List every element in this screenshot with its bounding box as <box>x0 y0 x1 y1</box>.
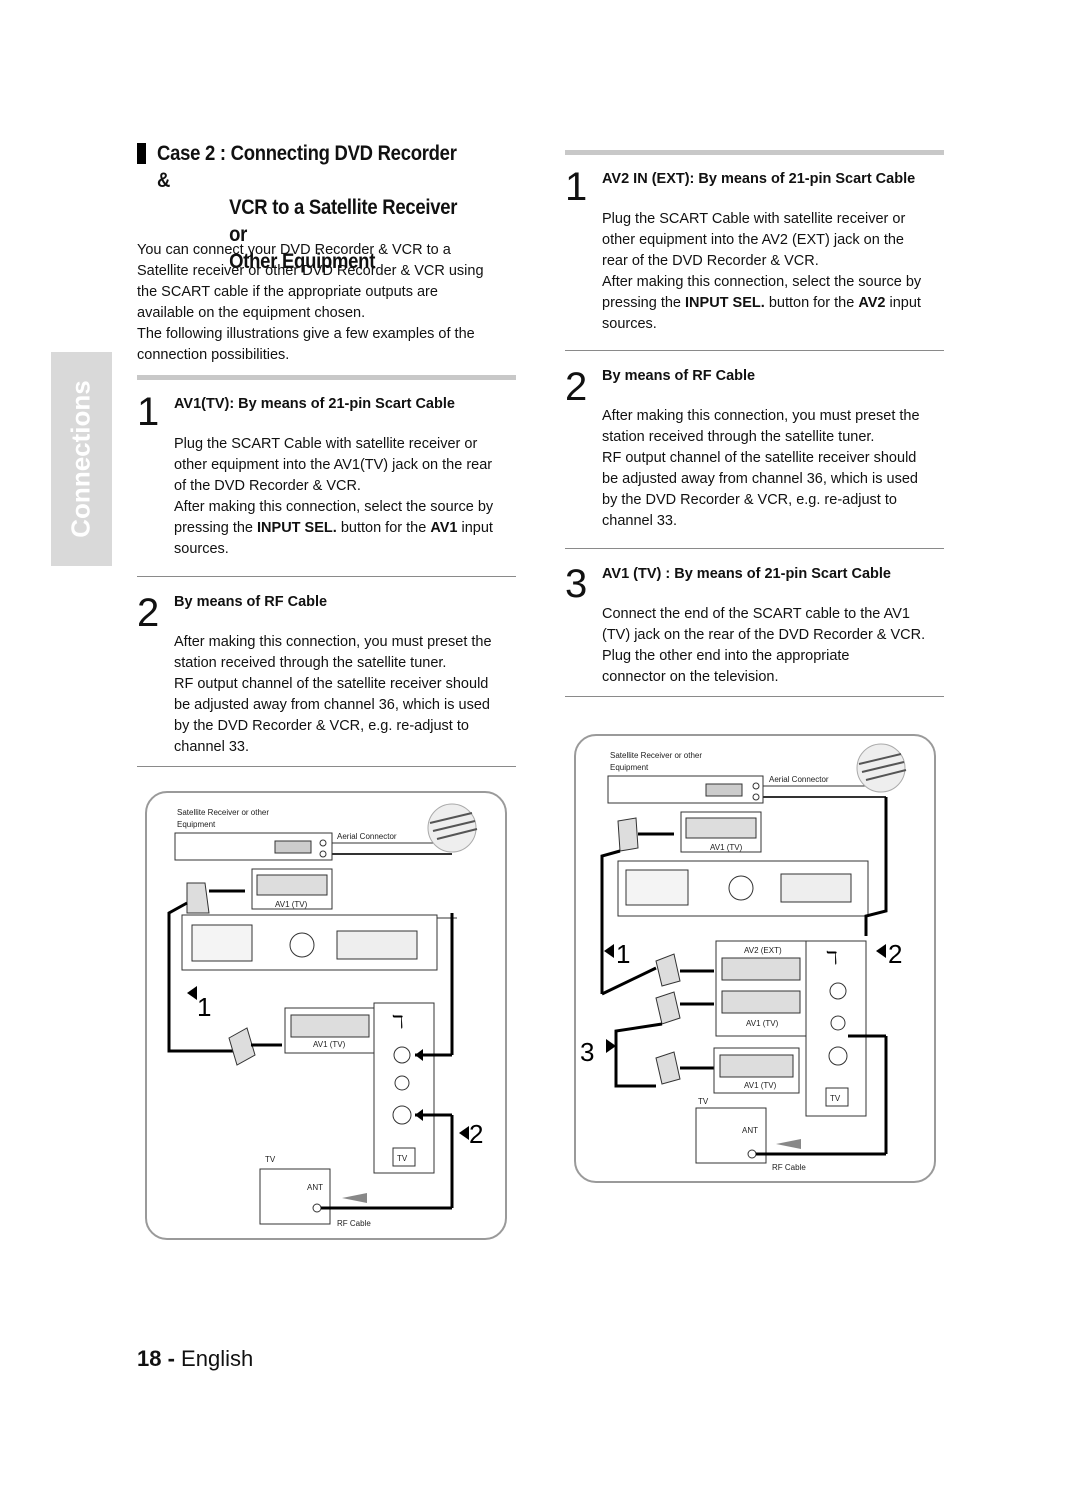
step-line: Plug the SCART Cable with satellite rece… <box>602 211 906 227</box>
connection-diagram-right: Satellite Receiver or other Equipment Ae… <box>574 734 936 1183</box>
marker-2: 2 <box>469 1119 483 1149</box>
rf-cable-label: RF Cable <box>772 1163 806 1172</box>
step-line: Plug the other end into the appropriate <box>602 648 850 664</box>
step-divider <box>565 350 944 351</box>
page-footer: 18 - English <box>137 1346 253 1372</box>
ant-label: ANT <box>742 1126 758 1135</box>
step-heading: AV2 IN (EXT): By means of 21-pin Scart C… <box>602 171 916 187</box>
step-line: Plug the SCART Cable with satellite rece… <box>174 436 478 452</box>
step-heading: By means of RF Cable <box>602 368 756 384</box>
av1-label: AV1 (TV) <box>710 843 743 852</box>
intro-line: connection possibilities. <box>137 347 290 363</box>
step-divider <box>565 696 944 697</box>
section-tab: Connections <box>51 352 112 566</box>
tv-label: TV <box>265 1155 276 1164</box>
step-line: RF output channel of the satellite recei… <box>174 676 489 692</box>
step-line: channel 33. <box>174 739 249 755</box>
title-line-3: Other Equipment <box>229 250 376 273</box>
title-line-2: VCR to a Satellite Receiver or <box>229 196 458 246</box>
title-marker <box>137 143 146 164</box>
step-divider <box>565 548 944 549</box>
step-line: sources. <box>174 541 229 557</box>
step-line: be adjusted away from channel 36, which … <box>174 697 490 713</box>
title-line-1: Case 2 : Connecting DVD Recorder & <box>157 142 457 192</box>
step-line: other equipment into the AV2 (EXT) jack … <box>602 232 904 248</box>
page-title: Case 2 : Connecting DVD Recorder & VCR t… <box>157 140 474 275</box>
step-line: Connect the end of the SCART cable to th… <box>602 606 910 622</box>
intro-line: Satellite receiver or other DVD Recorder… <box>137 263 484 279</box>
step-number: 1 <box>565 165 588 209</box>
aerial-label: Aerial Connector <box>337 832 397 841</box>
step-line: by the DVD Recorder & VCR, e.g. re-adjus… <box>602 492 897 508</box>
step-line: RF output channel of the satellite recei… <box>602 450 917 466</box>
sat-equipment-label: Equipment <box>610 763 649 772</box>
step-number: 3 <box>565 562 588 606</box>
step-body: After making this connection, you must p… <box>174 632 519 758</box>
step-line: (TV) jack on the rear of the DVD Recorde… <box>602 627 926 643</box>
step-line: connector on the television. <box>602 669 779 685</box>
av1-label: AV1 (TV) <box>746 1019 779 1028</box>
marker-3: 3 <box>580 1037 594 1067</box>
intro-line: The following illustrations give a few e… <box>137 326 475 342</box>
step-number: 2 <box>137 591 160 635</box>
tv-icon-label: TV <box>397 1154 408 1163</box>
marker-1: 1 <box>616 939 630 969</box>
aerial-label: Aerial Connector <box>769 775 829 784</box>
sat-equipment-label: Equipment <box>177 820 216 829</box>
step-line: pressing the INPUT SEL. button for the A… <box>174 520 493 536</box>
intro-line: the SCART cable if the appropriate outpu… <box>137 284 438 300</box>
step-body: Plug the SCART Cable with satellite rece… <box>174 434 519 560</box>
connection-diagram-left: Satellite Receiver or other Equipment Ae… <box>145 791 507 1240</box>
av1-label: AV1 (TV) <box>744 1081 777 1090</box>
step-number: 1 <box>137 390 160 434</box>
step-line: After making this connection, you must p… <box>174 634 492 650</box>
step-heading: AV1(TV): By means of 21-pin Scart Cable <box>174 396 455 412</box>
step-line: channel 33. <box>602 513 677 529</box>
section-divider <box>565 150 944 155</box>
tv-icon-label: TV <box>830 1094 841 1103</box>
intro-line: You can connect your DVD Recorder & VCR … <box>137 242 451 258</box>
step-line: by the DVD Recorder & VCR, e.g. re-adjus… <box>174 718 469 734</box>
section-tab-label: Connections <box>65 380 96 538</box>
step-line: rear of the DVD Recorder & VCR. <box>602 253 819 269</box>
sat-receiver-label: Satellite Receiver or other <box>610 751 702 760</box>
step-line: other equipment into the AV1(TV) jack on… <box>174 457 493 473</box>
section-divider <box>137 375 516 380</box>
step-line: station received through the satellite t… <box>602 429 875 445</box>
step-number: 2 <box>565 365 588 409</box>
sat-receiver-label: Satellite Receiver or other <box>177 808 269 817</box>
av1-label: AV1 (TV) <box>313 1040 346 1049</box>
step-line: of the DVD Recorder & VCR. <box>174 478 361 494</box>
intro-line: available on the equipment chosen. <box>137 305 366 321</box>
marker-2: 2 <box>888 939 902 969</box>
page-language: English <box>181 1346 254 1371</box>
step-heading: By means of RF Cable <box>174 594 328 610</box>
step-line: After making this connection, you must p… <box>602 408 920 424</box>
step-body: After making this connection, you must p… <box>602 406 947 532</box>
step-line: station received through the satellite t… <box>174 655 447 671</box>
step-divider <box>137 766 516 767</box>
av2-label: AV2 (EXT) <box>744 946 782 955</box>
step-body: Plug the SCART Cable with satellite rece… <box>602 209 947 335</box>
tv-aerial-icon: ℸ <box>392 1012 404 1032</box>
step-divider <box>137 576 516 577</box>
step-line: be adjusted away from channel 36, which … <box>602 471 918 487</box>
step-line: sources. <box>602 316 657 332</box>
marker-1: 1 <box>197 992 211 1022</box>
tv-aerial-icon: ℸ <box>826 948 838 968</box>
step-line: pressing the INPUT SEL. button for the A… <box>602 295 921 311</box>
step-line: After making this connection, select the… <box>174 499 494 515</box>
ant-label: ANT <box>307 1183 323 1192</box>
step-heading: AV1 (TV) : By means of 21-pin Scart Cabl… <box>602 566 891 582</box>
step-line: After making this connection, select the… <box>602 274 922 290</box>
tv-label: TV <box>698 1097 709 1106</box>
intro-text: You can connect your DVD Recorder & VCR … <box>137 240 517 366</box>
step-body: Connect the end of the SCART cable to th… <box>602 604 947 688</box>
page-number: 18 - <box>137 1346 175 1371</box>
rf-cable-label: RF Cable <box>337 1219 371 1228</box>
av1-label: AV1 (TV) <box>275 900 308 909</box>
